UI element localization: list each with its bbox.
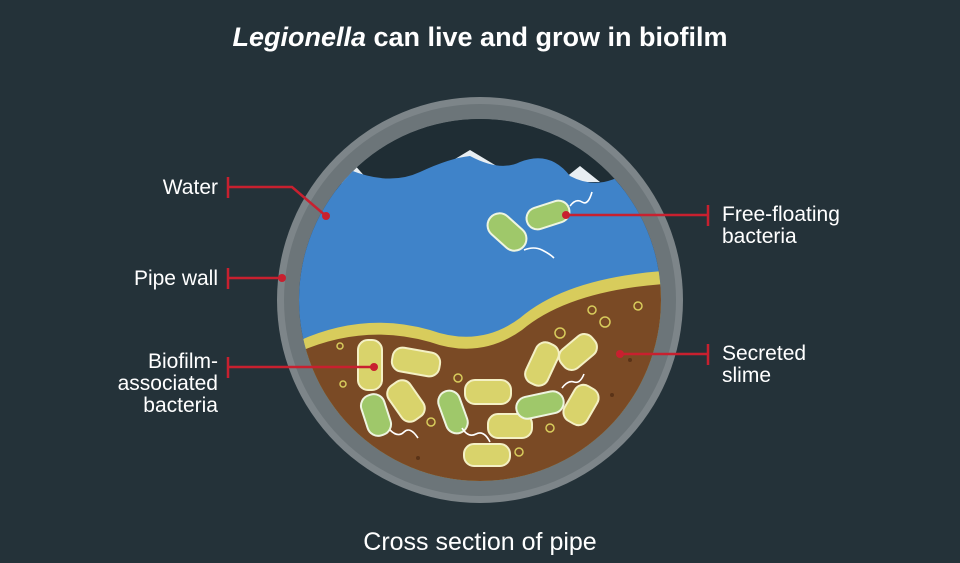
speck — [628, 358, 632, 362]
water-dot — [322, 212, 330, 220]
free-floating-legionella — [486, 199, 571, 252]
bubble — [633, 301, 643, 311]
legionella-bacterium — [437, 389, 469, 435]
label-free-line1: Free-floating — [722, 203, 840, 226]
label-biofilm-bacteria: Biofilm- associated bacteria — [80, 351, 218, 417]
label-secreted-slime: Secreted slime — [722, 343, 922, 387]
free-dot — [562, 211, 570, 219]
leader-dots — [278, 211, 624, 371]
bubble — [587, 305, 597, 315]
bubble — [545, 423, 555, 433]
title-italic: Legionella — [232, 22, 366, 52]
label-free-floating-bacteria: Free-floating bacteria — [722, 204, 922, 248]
rod-bacterium — [558, 333, 598, 371]
legionella-bacterium — [359, 393, 393, 437]
rod-bacterium — [463, 443, 511, 467]
flagellum — [561, 373, 585, 389]
legionella-bacterium — [486, 212, 528, 252]
pipe-wall-dot — [278, 274, 286, 282]
rod-bacterium — [357, 339, 383, 391]
free-flagella — [523, 191, 593, 259]
flagellum — [569, 191, 593, 207]
slime-bubbles — [336, 301, 643, 457]
bubble — [453, 373, 463, 383]
bubble — [336, 342, 344, 350]
label-pipe-wall: Pipe wall — [133, 267, 218, 290]
label-slime-line2: slime — [722, 364, 772, 387]
title-rest: can live and grow in biofilm — [365, 22, 728, 52]
rod-bacterium — [524, 341, 560, 387]
rod-bacterium — [464, 379, 512, 405]
bubble — [426, 417, 436, 427]
biofilm-legionella — [359, 389, 565, 437]
rod-bacterium — [487, 413, 533, 439]
label-free-line2: bacteria — [722, 225, 797, 248]
leader-lines — [226, 177, 710, 378]
speck — [610, 393, 614, 397]
biofilm-rod-bacteria — [357, 333, 600, 467]
flagellum — [389, 429, 419, 439]
rod-bacterium — [562, 383, 600, 427]
label-slime-line1: Secreted — [722, 342, 807, 365]
flagella — [389, 373, 585, 443]
slime-dot — [616, 350, 624, 358]
label-biofilm-line2: associated — [117, 372, 218, 395]
bubble — [599, 316, 611, 328]
label-biofilm-line1: Biofilm- — [147, 350, 218, 373]
label-water: Water — [162, 176, 218, 199]
label-biofilm-line3: bacteria — [143, 394, 218, 417]
rod-bacterium — [390, 346, 442, 378]
rod-bacterium — [386, 379, 426, 423]
bubble — [554, 327, 566, 339]
legionella-bacterium — [525, 199, 571, 231]
bubble — [339, 380, 347, 388]
flagellum — [461, 427, 491, 443]
legionella-bacterium — [515, 390, 565, 420]
speck — [416, 456, 420, 460]
caption: Cross section of pipe — [363, 528, 597, 556]
water-leader — [228, 185, 327, 217]
flagellum — [523, 247, 555, 259]
biofilm-dot — [370, 363, 378, 371]
diagram-title: Legionella can live and grow in biofilm — [0, 22, 960, 53]
bubble — [514, 447, 524, 457]
